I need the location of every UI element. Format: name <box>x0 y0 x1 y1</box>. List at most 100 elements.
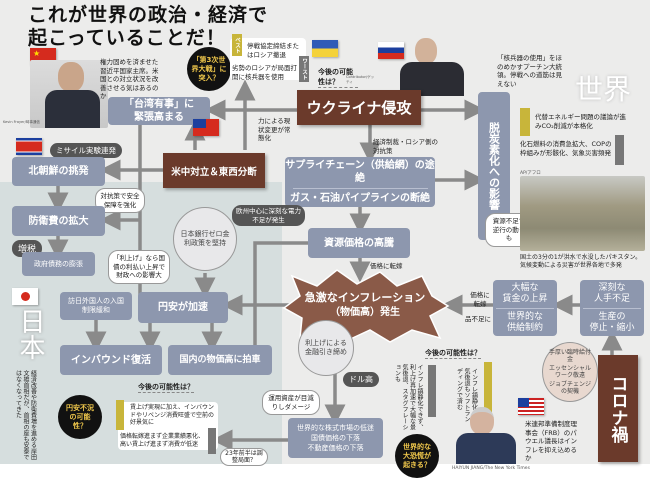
defense-node: 防衛費の拡大 <box>12 206 105 236</box>
power-shortage-bubble: 欧州中心に深刻な電力不足が発生 <box>232 205 305 226</box>
ww3-badge: 「第3次世界大戦」に突入？ <box>187 47 231 91</box>
xi-photo <box>30 60 108 128</box>
powell-photo-credit: HAIYUN JIANG/The New York Times <box>452 466 530 471</box>
adjust-bubble: 23年前半は調整局面？ <box>220 448 268 466</box>
flood-caption: 国土の3分の1が洪水で水没したパキスタン。気候変動による災害が世界各地で多発 <box>520 254 642 269</box>
japan-question: 今後の可能性は？ <box>138 383 194 393</box>
wage-line-2: 賃金の上昇 <box>502 293 548 304</box>
rate-hike-bubble: 「利上げ」なら国債の利払い上昇で財政への影響大 <box>108 250 170 284</box>
yen-node: 円安が加速 <box>138 292 228 323</box>
nk-label: 北朝鮮の挑発 <box>28 166 89 177</box>
corona-cause: ジョブチェンジの契機 <box>548 381 591 395</box>
market-line-3: 不動産価格の下落 <box>307 444 364 452</box>
inbound-label: インバウンド復活 <box>71 354 151 366</box>
title-line-2: 起こっていることだ！ <box>28 27 226 49</box>
us-worst-arrow-icon <box>428 365 436 417</box>
ukraine-outlook-panel <box>230 38 306 80</box>
pass-through-text: 価格に転嫁 <box>370 262 403 270</box>
market-node: 世界的な株式市場の低迷国債価格の下落不動産価格の下落 <box>288 418 383 458</box>
flood-photo-credit: AP/アフロ <box>520 171 541 176</box>
japan-best-arrow-icon <box>116 400 124 430</box>
defense-label: 防衛費の拡大 <box>28 215 89 227</box>
debt-label: 政府債務の膨張 <box>34 259 83 268</box>
visitors-node: 訪日外国人の入国制限緩和 <box>60 292 132 320</box>
labor-line-1: 深刻な <box>598 282 626 293</box>
supply-label: サプライチェーン（供給網）の途絶 <box>285 160 435 184</box>
pass-through-text-2: 価格に転嫁 <box>470 291 490 308</box>
us-china-node: 米中対立＆東西分断 <box>163 153 265 188</box>
inflation-line-1: 急激なインフレーション <box>304 291 426 304</box>
corona-cause: エッセンシャルワーク敬遠 <box>548 365 591 379</box>
dollar-pill: ドル高 <box>343 372 379 387</box>
boj-circle: 日本銀行ゼロ金利政策を堅持 <box>173 207 237 271</box>
worst-arrow-icon: ワースト <box>299 56 309 82</box>
energy-best-arrow-icon <box>520 108 530 136</box>
divider <box>583 307 641 309</box>
corona-cause: 手厚い臨時給付金 <box>548 349 591 363</box>
wage-line-1: 大幅な <box>511 282 539 293</box>
visitors-label: 訪日外国人の入国制限緩和 <box>68 297 124 314</box>
supply-constraint-1: 世界的な <box>506 311 543 322</box>
divider <box>292 188 428 189</box>
resource-label: 資源価格の高騰 <box>324 237 394 249</box>
us-question: 今後の可能性は？ <box>425 349 481 359</box>
corona-causes-circle: 手厚い臨時給付金エッセンシャルワーク敬遠ジョブチェンジの契機 <box>542 342 598 402</box>
supply-constraint-2: 供給制約 <box>506 322 543 333</box>
putin-photo-credit: Contributor/ゲッティ <box>346 75 375 84</box>
pakistan-flood-photo <box>520 176 645 251</box>
ukraine-question: 今後の可能性は？ <box>318 67 358 88</box>
best-arrow-icon: ベスト <box>232 34 242 56</box>
world-label: 世界 <box>575 73 632 106</box>
production-line-1: 生産の <box>598 311 626 322</box>
title-line-1: これが世界の政治・経済で <box>28 4 269 26</box>
market-line-1: 世界的な株式市場の低迷 <box>297 424 374 432</box>
resource-price-node: 資源価格の高騰 <box>308 228 410 258</box>
japan-worst-arrow-icon <box>208 428 216 454</box>
powell-caption: 米連邦準備制度理事会（FRB）のパウエル議長はインフレを抑え込めるか <box>525 420 577 462</box>
ukraine-best: 停戦協定締結またはロシア撤退 <box>247 42 299 59</box>
force-text: 力による現状変更が常態化 <box>258 117 291 142</box>
us-best-arrow-icon <box>484 362 492 414</box>
supply-node: サプライチェーン（供給網）の途絶ガス・石油パイプラインの断絶 <box>285 157 435 207</box>
japan-best: 賃上げ実現に加え、インバウンドやリベンジ消費旺盛で空前の好景気に <box>130 404 215 426</box>
us-worst: インフレ鎮静化できず、利上げ再加速で大幅な景気後退、スタグフレーションも <box>393 364 424 430</box>
inbound-node: インバウンド復活 <box>60 345 162 375</box>
japan-label: 日本 <box>15 308 45 360</box>
putin-photo <box>395 36 471 96</box>
domestic-label: 国内の物価高に拍車 <box>179 354 261 365</box>
inflation-line-2: （物価高）発生 <box>330 307 400 318</box>
yen-recession-badge: 円安不況の可能性？ <box>58 395 102 439</box>
market-line-2: 国債価格の下落 <box>311 434 360 442</box>
yen-label: 円安が加速 <box>158 302 208 313</box>
north-korea-node: 北朝鮮の挑発 <box>12 157 105 186</box>
production-line-2: 停止・縮小 <box>589 322 635 333</box>
taiwan-line-2: 緊張高まる <box>134 112 184 123</box>
labor-production-node: 深刻な人手不足生産の停止・縮小 <box>580 280 644 336</box>
corona-node: コロナ禍 <box>598 355 638 462</box>
inflation-node: 急激なインフレーション （物価高）発生 <box>290 290 440 320</box>
russia-flag-icon <box>378 42 404 59</box>
tightening-circle: 利上げによる金融引き締め <box>298 320 354 376</box>
energy-best: 代替エネルギー問題の議論が進みCO₂削減が本格化 <box>535 113 626 130</box>
xi-photo-credit: Kevin Frayer/時事通信 <box>3 120 40 124</box>
taiwan-flag-icon <box>193 119 219 136</box>
debt-node: 政府債務の膨張 <box>22 252 95 276</box>
powell-photo <box>452 405 520 464</box>
japan-flag-icon <box>12 288 38 305</box>
putin-caption: 「核兵器の使用」をほのめかすプーチン大統領。停戦への道筋は見えない <box>497 54 562 88</box>
taiwan-line-1: 「台湾有事」に <box>124 99 194 110</box>
shortage-text: 品不足に <box>465 315 491 323</box>
labor-line-2: 人手不足 <box>593 293 630 304</box>
energy-worst: 化石燃料の消費急拡大、COPの枠組みが形骸化、気象災害頻発 <box>520 140 612 157</box>
xi-caption: 権力固めを済ませた習近平国家主席。米国との対立状況を改善させる気はあるのか <box>100 58 159 100</box>
wage-supply-node: 大幅な賃金の上昇世界的な供給制約 <box>493 280 557 336</box>
us-best: インフレ鎮静化、景気後退もソフトランディングで済む <box>455 368 478 422</box>
gas-label: ガス・石油パイプラインの断絶 <box>290 193 430 204</box>
ukraine-worst: 劣勢のロシアが局面打開に核兵器を使用 <box>232 64 297 81</box>
assets-bubble: 運用資産が目減りしダメージ <box>262 390 320 415</box>
sanctions-text: 経済制裁・ロシア側の対抗策 <box>373 138 438 155</box>
bottom-strip <box>0 464 650 480</box>
ukraine-invasion-node: ウクライナ侵攻 <box>297 90 421 125</box>
